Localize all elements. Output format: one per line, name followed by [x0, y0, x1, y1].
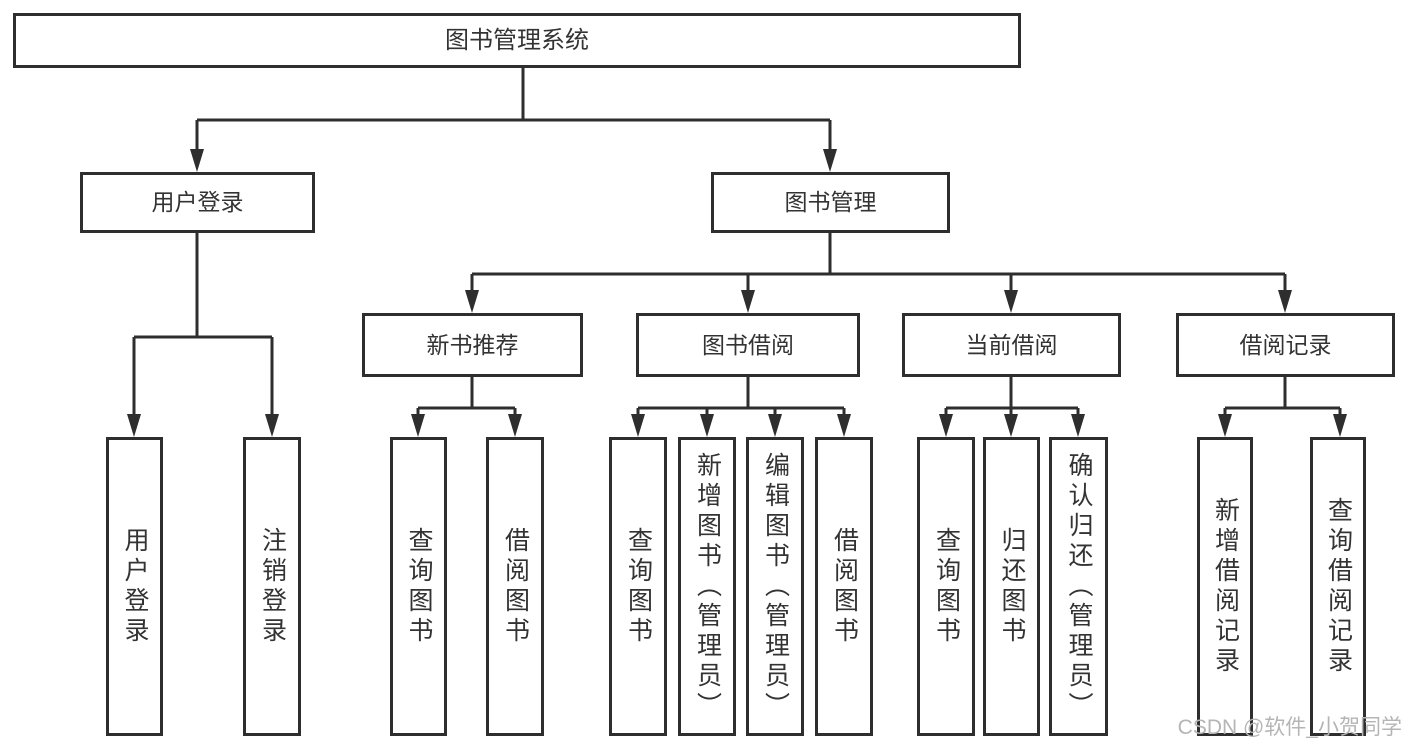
- leaf-borrow-books: 借阅图书: [815, 437, 873, 736]
- node-label: 当前借阅: [965, 331, 1058, 358]
- node-borrowing-records: 借阅记录: [1176, 313, 1395, 377]
- node-label: 借阅记录: [1239, 331, 1332, 358]
- node-user-login-branch: 用户登录: [80, 172, 315, 233]
- node-label: 图书借阅: [702, 331, 794, 358]
- leaf-confirm-return-admin: 确认归还（管理员）: [1049, 437, 1108, 736]
- node-label: 注销登录: [258, 526, 287, 647]
- node-label: 新增借阅记录: [1211, 496, 1240, 677]
- node-book-borrowing: 图书借阅: [636, 313, 860, 377]
- node-current-borrowing: 当前借阅: [902, 313, 1121, 377]
- node-label: 编辑图书（管理员）: [761, 451, 790, 722]
- leaf-add-borrow-record: 新增借阅记录: [1197, 437, 1253, 736]
- node-label: 图书管理: [784, 189, 877, 215]
- node-label: 图书管理系统: [445, 26, 589, 54]
- leaf-query-books: 查询图书: [917, 437, 975, 736]
- node-label: 确认归还（管理员）: [1065, 451, 1093, 722]
- node-label: 查询借阅记录: [1324, 496, 1353, 677]
- leaf-borrow-books: 借阅图书: [486, 437, 544, 736]
- node-label: 查询图书: [405, 526, 433, 647]
- node-label: 归还图书: [998, 526, 1026, 647]
- node-new-book-recommend: 新书推荐: [362, 313, 583, 377]
- leaf-add-book-admin: 新增图书（管理员）: [678, 437, 736, 736]
- node-library-system: 图书管理系统: [13, 13, 1021, 68]
- node-label: 查询图书: [932, 526, 961, 647]
- leaf-user-login: 用户登录: [106, 437, 163, 736]
- node-label: 借阅图书: [501, 526, 530, 647]
- leaf-query-books: 查询图书: [390, 437, 447, 736]
- leaf-query-books: 查询图书: [609, 437, 667, 736]
- node-book-management: 图书管理: [711, 172, 950, 233]
- leaf-logout: 注销登录: [243, 437, 301, 736]
- leaf-return-books: 归还图书: [983, 437, 1040, 736]
- node-label: 查询图书: [624, 526, 653, 647]
- leaf-query-borrow-record: 查询借阅记录: [1310, 437, 1366, 736]
- node-label: 用户登录: [121, 526, 149, 647]
- leaf-edit-book-admin: 编辑图书（管理员）: [746, 437, 804, 736]
- node-label: 用户登录: [151, 189, 244, 215]
- node-label: 新增图书（管理员）: [693, 451, 722, 722]
- node-label: 借阅图书: [830, 526, 859, 647]
- node-label: 新书推荐: [426, 331, 519, 358]
- csdn-watermark: CSDN @软件_小贺同学: [1177, 716, 1402, 739]
